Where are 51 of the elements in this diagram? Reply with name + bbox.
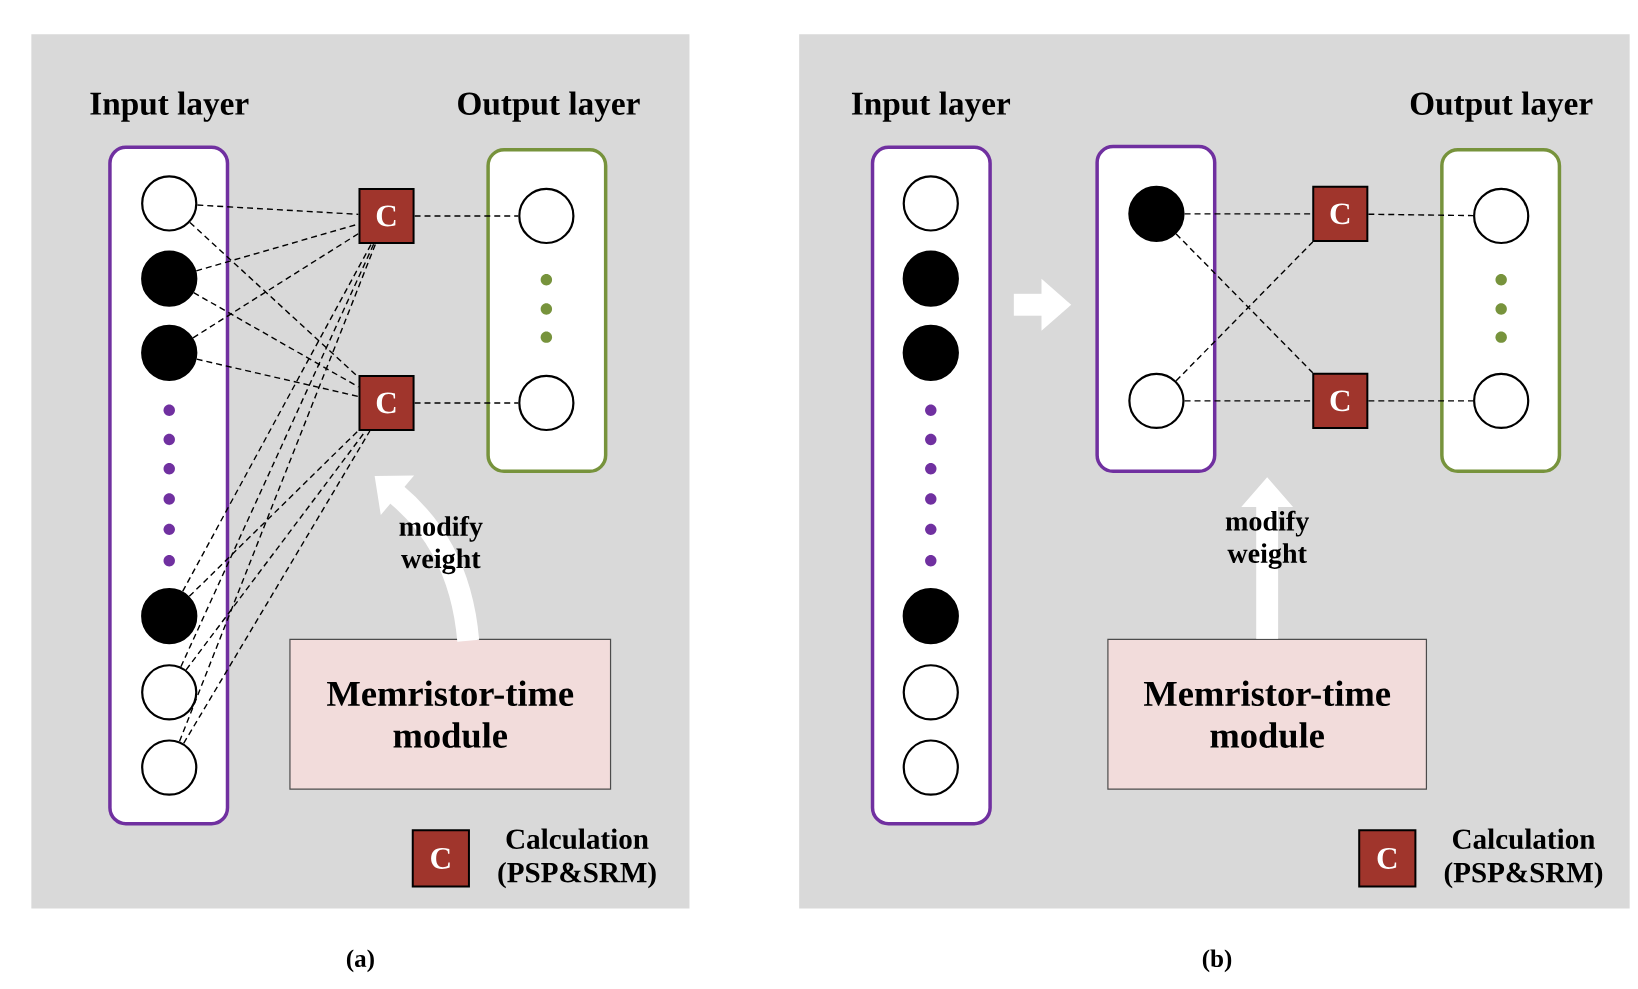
calculation-box: C: [1312, 185, 1369, 242]
neuron-circle: [141, 324, 198, 381]
neuron-circle: [141, 739, 198, 796]
neuron-circle: [1128, 372, 1185, 429]
connection-line: [413, 215, 519, 217]
neuron-circle: [902, 175, 959, 232]
panel-label: (b): [1202, 949, 1232, 973]
connection-line: [1367, 213, 1474, 217]
legend-text: Calculation (PSP&SRM): [498, 828, 656, 889]
module-box: Memristor-time module: [1107, 638, 1427, 790]
neuron-circle: [141, 250, 198, 307]
calculation-box: C: [1312, 372, 1369, 429]
connection-line: [178, 243, 377, 743]
neuron-circle: [902, 587, 959, 645]
connection-line: [180, 243, 375, 668]
calculation-box: C: [358, 187, 415, 244]
node-label: Input layer: [90, 91, 249, 122]
connection-line: [1183, 400, 1313, 402]
connection-line: [1367, 400, 1474, 402]
edge-label: modify weight: [1225, 510, 1310, 569]
node-label: Output layer: [1410, 91, 1593, 122]
node-label: Output layer: [458, 91, 640, 122]
connection-line: [196, 204, 360, 216]
legend-text: Calculation (PSP&SRM): [1444, 828, 1603, 889]
panel-label: (a): [346, 949, 374, 973]
neuron-circle: [518, 187, 575, 245]
neuron-circle: [902, 664, 959, 721]
connection-line: [195, 358, 360, 398]
neuron-circle: [902, 250, 959, 307]
connection-line: [192, 291, 360, 388]
connection-line: [181, 243, 372, 593]
neuron-circle: [1473, 372, 1530, 429]
connection-line: [188, 429, 360, 598]
node-label: Input layer: [851, 91, 1011, 122]
neuron-circle: [141, 664, 198, 721]
calculation-box: C: [1358, 829, 1417, 888]
module-box: Memristor-time module: [289, 638, 612, 790]
connection-line: [192, 232, 360, 339]
calculation-box: C: [358, 374, 415, 431]
edge-label: modify weight: [399, 515, 483, 575]
calculation-box: C: [411, 829, 470, 888]
connection-line: [182, 430, 371, 745]
neuron-circle: [141, 175, 198, 232]
neuron-circle: [902, 739, 959, 796]
connection-line: [413, 402, 519, 404]
neuron-circle: [518, 374, 575, 432]
neuron-circle: [1128, 185, 1185, 242]
neuron-circle: [141, 587, 198, 645]
connection-line: [1183, 213, 1313, 215]
neuron-circle: [1473, 187, 1530, 245]
neuron-circle: [902, 324, 959, 381]
